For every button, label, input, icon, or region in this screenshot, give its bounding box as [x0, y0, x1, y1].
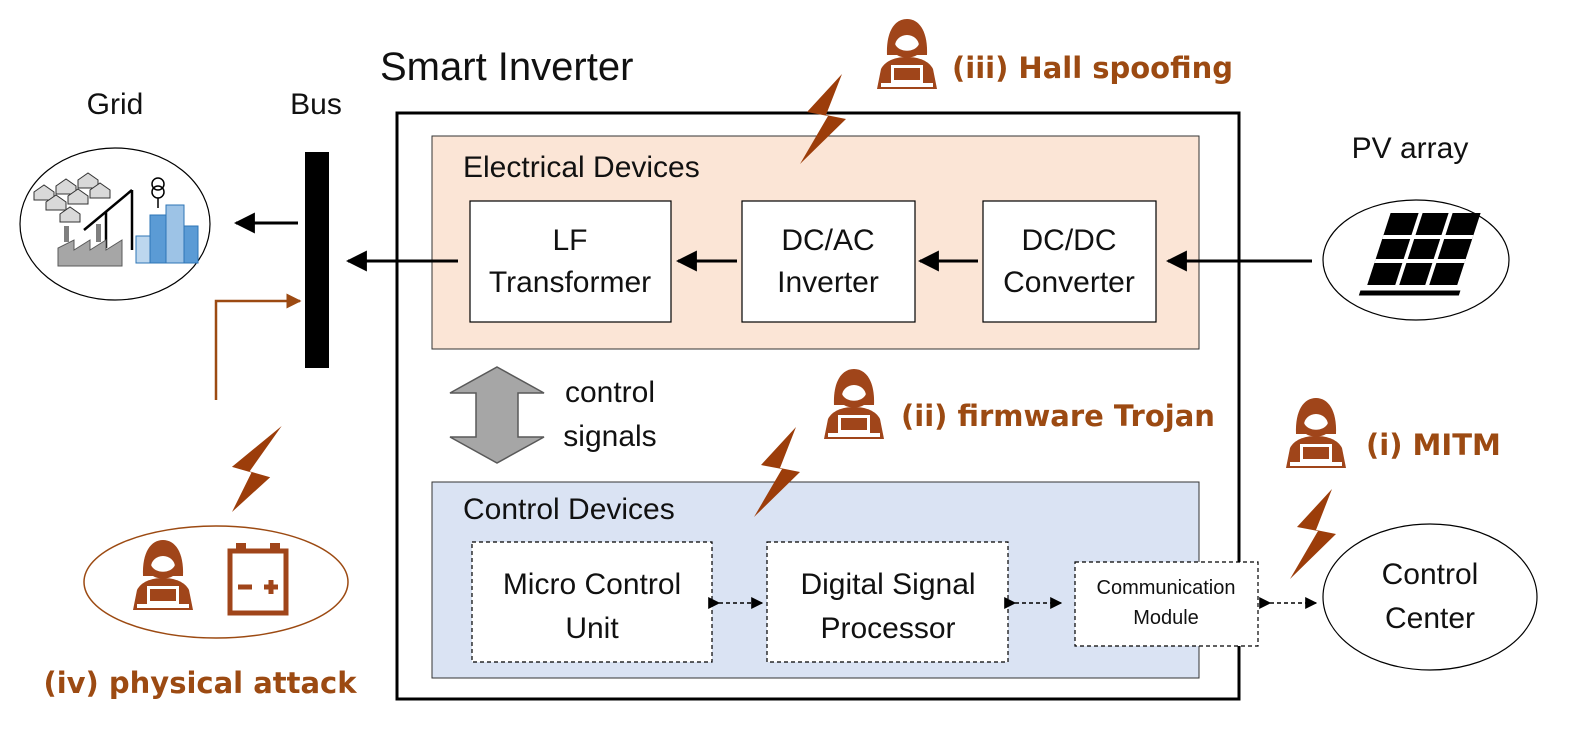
physical-attack-path [214, 293, 302, 400]
dsp-label-line2: Processor [820, 612, 955, 645]
dc-dc-converter-label-line2: Converter [1003, 266, 1135, 299]
mcu-box [471, 541, 713, 663]
dc-dc-converter-box [982, 200, 1157, 323]
hall-spoofing-label: (iii) Hall spoofing [952, 51, 1233, 85]
pv-array-label: PV array [1352, 132, 1469, 165]
control-center-label-line1: Control [1382, 558, 1479, 591]
hacker-icon [824, 369, 884, 439]
dsp-box [766, 541, 1009, 663]
communication-module-box [1074, 561, 1259, 647]
communication-module-label-line2: Module [1133, 607, 1199, 629]
dc-ac-inverter-label-line1: DC/AC [781, 224, 874, 257]
control-devices-title: Control Devices [463, 493, 675, 526]
lightning-bolt-icon [228, 421, 282, 516]
control-signals-label-line1: control [565, 376, 655, 409]
firmware-trojan-label: (ii) firmware Trojan [901, 399, 1215, 433]
dc-ac-inverter-label-line2: Inverter [777, 266, 879, 299]
electrical-devices-title: Electrical Devices [463, 151, 700, 184]
battery-icon [227, 543, 289, 616]
lf-transformer-label-line1: LF [552, 224, 587, 257]
dc-dc-converter-label-line1: DC/DC [1022, 224, 1117, 257]
hacker-icon [877, 19, 937, 89]
control-signals-arrow [449, 366, 545, 464]
lf-transformer-box [469, 200, 672, 323]
control-signals-label-line2: signals [563, 420, 656, 453]
bus-label: Bus [290, 88, 342, 121]
grid-label: Grid [87, 88, 144, 121]
dc-ac-inverter-box [741, 200, 916, 323]
solar-panel-icon [1358, 213, 1481, 296]
physical-attack-ellipse [83, 525, 349, 639]
lightning-bolt-icon [1290, 489, 1336, 579]
physical-attack-label: (iv) physical attack [43, 666, 357, 700]
mcu-label-line1: Micro Control [503, 568, 681, 601]
dsp-label-line1: Digital Signal [800, 568, 975, 601]
bus-bar [305, 152, 329, 368]
lf-transformer-label-line2: Transformer [489, 266, 651, 299]
control-center-ellipse [1322, 523, 1538, 671]
control-center-label-line2: Center [1385, 602, 1475, 635]
mitm-label: (i) MITM [1366, 428, 1501, 462]
grid-icon [33, 172, 199, 267]
mcu-label-line2: Unit [565, 612, 619, 645]
hacker-icon [1286, 398, 1346, 468]
diagram-title: Smart Inverter [380, 45, 633, 89]
communication-module-label-line1: Communication [1097, 577, 1236, 599]
